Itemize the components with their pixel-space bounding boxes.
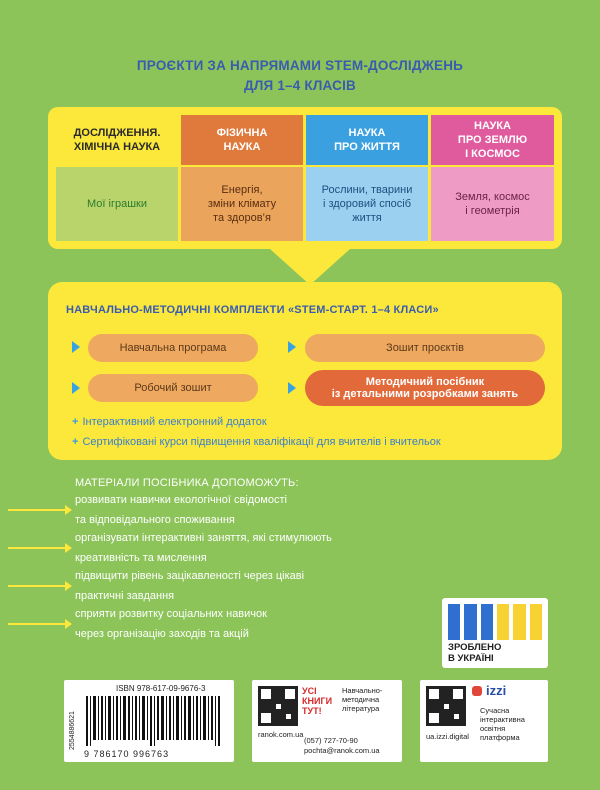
plus-icon: + bbox=[72, 416, 79, 428]
direction-topic-chemistry: Мої іграшки bbox=[56, 167, 178, 241]
ukraine-bars-icon bbox=[448, 604, 542, 640]
kits-title: НАВЧАЛЬНО-МЕТОДИЧНІ КОМПЛЕКТИ «STEM-СТАР… bbox=[66, 304, 439, 316]
materials-item: організувати інтерактивні заняття, які с… bbox=[75, 532, 332, 564]
materials-title: МАТЕРІАЛИ ПОСІБНИКА ДОПОМОЖУТЬ: bbox=[75, 477, 299, 489]
kit-plus-courses: +Сертифіковані курси підвищення кваліфік… bbox=[72, 436, 441, 448]
ranok-email: pochta@ranok.com.ua bbox=[304, 746, 380, 755]
arrow-right-icon bbox=[8, 619, 72, 629]
materials-item: розвивати навички екологічної свідомості… bbox=[75, 494, 287, 526]
triangle-bullet-icon bbox=[288, 341, 296, 353]
isbn-barcode-box: ISBN 978-617-09-9676-3 9 786170 996763 2… bbox=[64, 680, 234, 762]
ranok-site: ranok.com.ua bbox=[258, 730, 304, 739]
izzi-logo-icon bbox=[472, 686, 482, 696]
triangle-bullet-icon bbox=[72, 382, 80, 394]
izzi-site: ua.izzi.digital bbox=[426, 732, 469, 741]
page-title-line2: ДЛЯ 1–4 КЛАСІВ bbox=[244, 78, 356, 93]
triangle-bullet-icon bbox=[72, 341, 80, 353]
materials-item: підвищити рівень зацікавленості через ці… bbox=[75, 570, 305, 602]
barcode-icon bbox=[86, 696, 220, 746]
qr-code-icon bbox=[258, 686, 298, 726]
kit-plus-app: +Інтерактивний електронний додаток bbox=[72, 416, 267, 428]
isbn-digits: 9 786170 996763 bbox=[84, 749, 170, 759]
isbn-vertical: 2554886621 bbox=[69, 711, 76, 750]
plus-icon: + bbox=[72, 436, 79, 448]
arrow-right-icon bbox=[8, 543, 72, 553]
arrow-right-icon bbox=[8, 581, 72, 591]
kit-workbook: Робочий зошит bbox=[88, 374, 258, 402]
izzi-brand: izzi bbox=[486, 683, 507, 698]
down-arrow-icon bbox=[270, 249, 350, 285]
direction-header-chemistry: ДОСЛІДЖЕННЯ.ХІМІЧНА НАУКА bbox=[56, 115, 178, 165]
page-title-line1: ПРОЄКТИ ЗА НАПРЯМАМИ STEM-ДОСЛІДЖЕНЬ bbox=[136, 58, 464, 73]
arrow-right-icon bbox=[8, 505, 72, 515]
kit-program: Навчальна програма bbox=[88, 334, 258, 362]
kit-projects-notebook: Зошит проєктів bbox=[305, 334, 545, 362]
ranok-phone: (057) 727-70-90 bbox=[304, 736, 358, 745]
isbn-label: ISBN 978-617-09-9676-3 bbox=[116, 684, 206, 693]
qr-code-icon bbox=[426, 686, 466, 726]
triangle-bullet-icon bbox=[288, 382, 296, 394]
